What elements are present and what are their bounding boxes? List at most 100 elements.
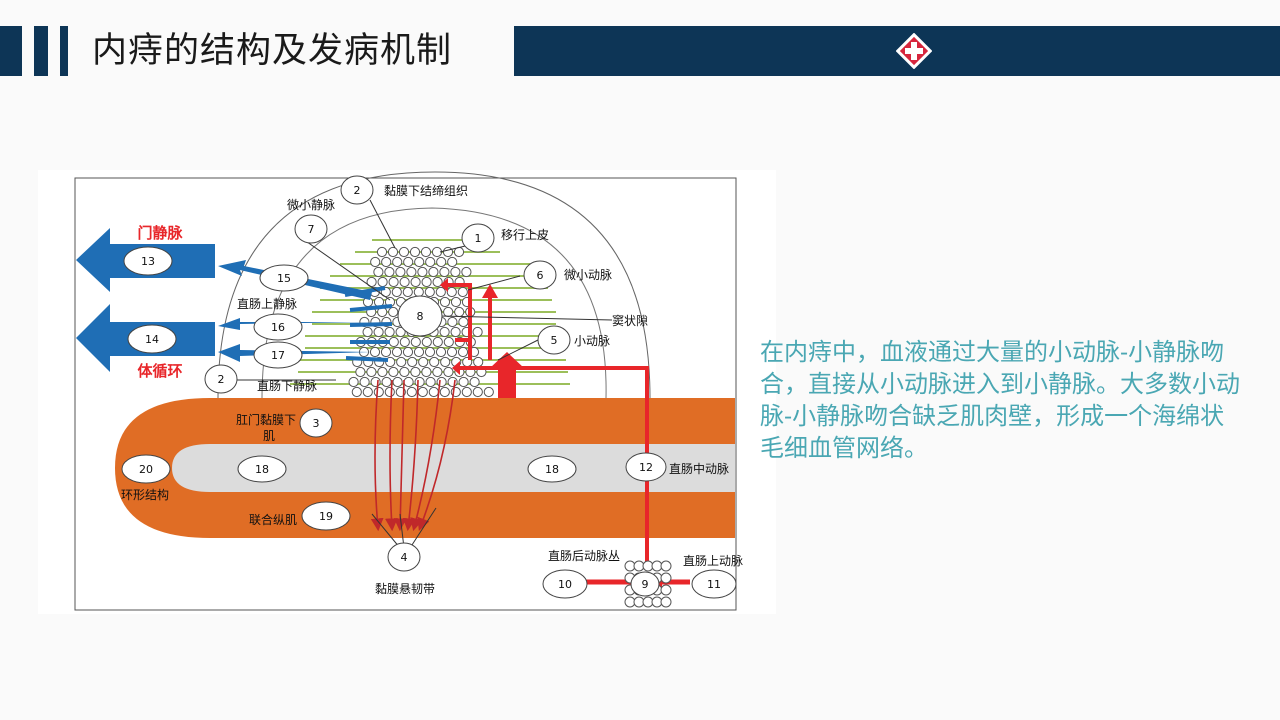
sinusoid-circle — [450, 266, 461, 278]
sinusoid-circle — [461, 386, 472, 398]
label-1: 移行上皮 — [501, 228, 549, 242]
node-number-14: 14 — [145, 333, 159, 346]
sinusoid-circle — [424, 286, 435, 298]
node-ellipse-12 — [625, 452, 667, 482]
sinusoid-circle — [391, 286, 402, 298]
sinusoid-circle — [450, 326, 461, 338]
label-16: 直肠上静脉 — [237, 296, 297, 311]
page-title: 内痔的结构及发病机制 — [92, 31, 453, 71]
node-ellipse-15 — [259, 264, 309, 292]
sinusoid-circle — [380, 346, 392, 358]
plexus-circle — [660, 560, 672, 572]
sinusoid-circle — [439, 296, 451, 308]
label-6: 微小动脉 — [564, 267, 612, 282]
sinusoid-circle — [388, 366, 399, 378]
sinusoid-circle — [373, 266, 384, 278]
node-ellipse-4 — [387, 542, 421, 572]
sinusoid-circle — [388, 306, 399, 318]
sinusoid-circle — [432, 276, 443, 288]
sinusoid-circle — [414, 256, 425, 268]
sinusoid-circle — [402, 346, 414, 358]
sinusoid-circle — [407, 356, 418, 368]
node-ellipse-19 — [301, 501, 351, 531]
label-2-top: 黏膜下结缔组织 — [384, 183, 468, 198]
sinusoid-circle — [417, 386, 428, 398]
label-2-bottom: 直肠下静脉 — [257, 378, 317, 393]
sinusoid-circle — [421, 276, 432, 288]
node-number-20: 20 — [139, 463, 153, 476]
sinusoid-circle — [402, 286, 413, 298]
sinusoid-circle — [377, 366, 388, 378]
label-3-line-2: 肌 — [263, 429, 275, 443]
node-ellipse-6 — [523, 260, 557, 290]
sinusoid-circle — [447, 256, 458, 268]
node-ellipse-5 — [537, 325, 571, 355]
sinusoid-circle — [414, 376, 425, 388]
node-number-13: 13 — [141, 255, 155, 268]
sinusoid-circle — [436, 376, 447, 388]
node-number-12: 12 — [639, 461, 653, 474]
node-number-18: 18 — [255, 463, 269, 476]
main-artery-block — [490, 352, 524, 398]
node-ellipse-1 — [461, 223, 495, 253]
sinusoid-circle — [417, 266, 428, 278]
header-accent-bar-3 — [60, 26, 68, 76]
sinusoid-circle — [454, 306, 465, 318]
sinusoid-circle — [425, 376, 436, 388]
sinusoid-circle — [440, 356, 451, 368]
sinusoid-circle — [399, 366, 410, 378]
sinusoid-circle — [373, 386, 384, 398]
node-number-8: 8 — [417, 310, 424, 323]
sinusoid-circle — [469, 376, 480, 388]
sinusoid-circle — [421, 336, 432, 348]
node-ellipse-8 — [397, 295, 443, 337]
node-ellipse-18 — [527, 455, 577, 483]
node-number-18: 18 — [545, 463, 559, 476]
node-ellipse-9 — [630, 571, 660, 597]
sinusoid-circle — [388, 276, 399, 288]
sinusoid-circle — [384, 386, 395, 398]
node-number-17: 17 — [271, 349, 285, 362]
sinusoid-circle — [391, 346, 403, 358]
sinusoid-circle — [370, 376, 381, 388]
sinusoid-circle — [428, 386, 439, 398]
sinusoid-circle — [410, 276, 421, 288]
sinusoid-circle — [443, 306, 454, 318]
sinusoid-circle — [453, 246, 465, 258]
node-ellipse-2 — [204, 364, 238, 394]
sinusoid-circle — [388, 336, 399, 348]
node-ellipse-7 — [294, 214, 328, 244]
sinusoid-circle — [432, 336, 443, 348]
sinusoid-circle — [392, 376, 403, 388]
sinusoid-circle — [406, 386, 417, 398]
sinusoid-circle — [428, 266, 439, 278]
sinusoid-circle — [439, 266, 450, 278]
sinusoid-circle — [483, 386, 494, 398]
sinusoid-circle — [376, 246, 388, 258]
sinusoid-circle — [387, 246, 399, 258]
label-3-line-1: 肛门黏膜下 — [236, 412, 296, 427]
label-19: 联合纵肌 — [249, 512, 297, 527]
sinusoid-circle — [410, 336, 421, 348]
medical-cross-icon — [896, 33, 932, 69]
node-ellipse-3 — [299, 408, 333, 438]
label-20: 环形结构 — [121, 487, 169, 502]
header-accent-bar-1 — [0, 26, 22, 76]
sinusoid-circle — [439, 326, 450, 338]
sinusoid-circle — [395, 326, 406, 338]
node-number-19: 19 — [319, 510, 333, 523]
sinusoid-circle — [373, 326, 384, 338]
sinusoid-circle — [362, 326, 373, 338]
sinusoid-circle — [392, 256, 403, 268]
node-ellipse-14 — [127, 324, 177, 354]
sinusoid-circle — [359, 376, 370, 388]
node-number-16: 16 — [271, 321, 285, 334]
sinusoid-circle — [472, 386, 483, 398]
sinusoid-circle — [413, 346, 425, 358]
sinusoid-circle — [457, 286, 468, 298]
sinusoid-circle — [425, 256, 436, 268]
label-11: 直肠上动脉 — [683, 553, 743, 568]
sinusoid-circle — [362, 386, 373, 398]
sinusoid-circle — [461, 266, 472, 278]
